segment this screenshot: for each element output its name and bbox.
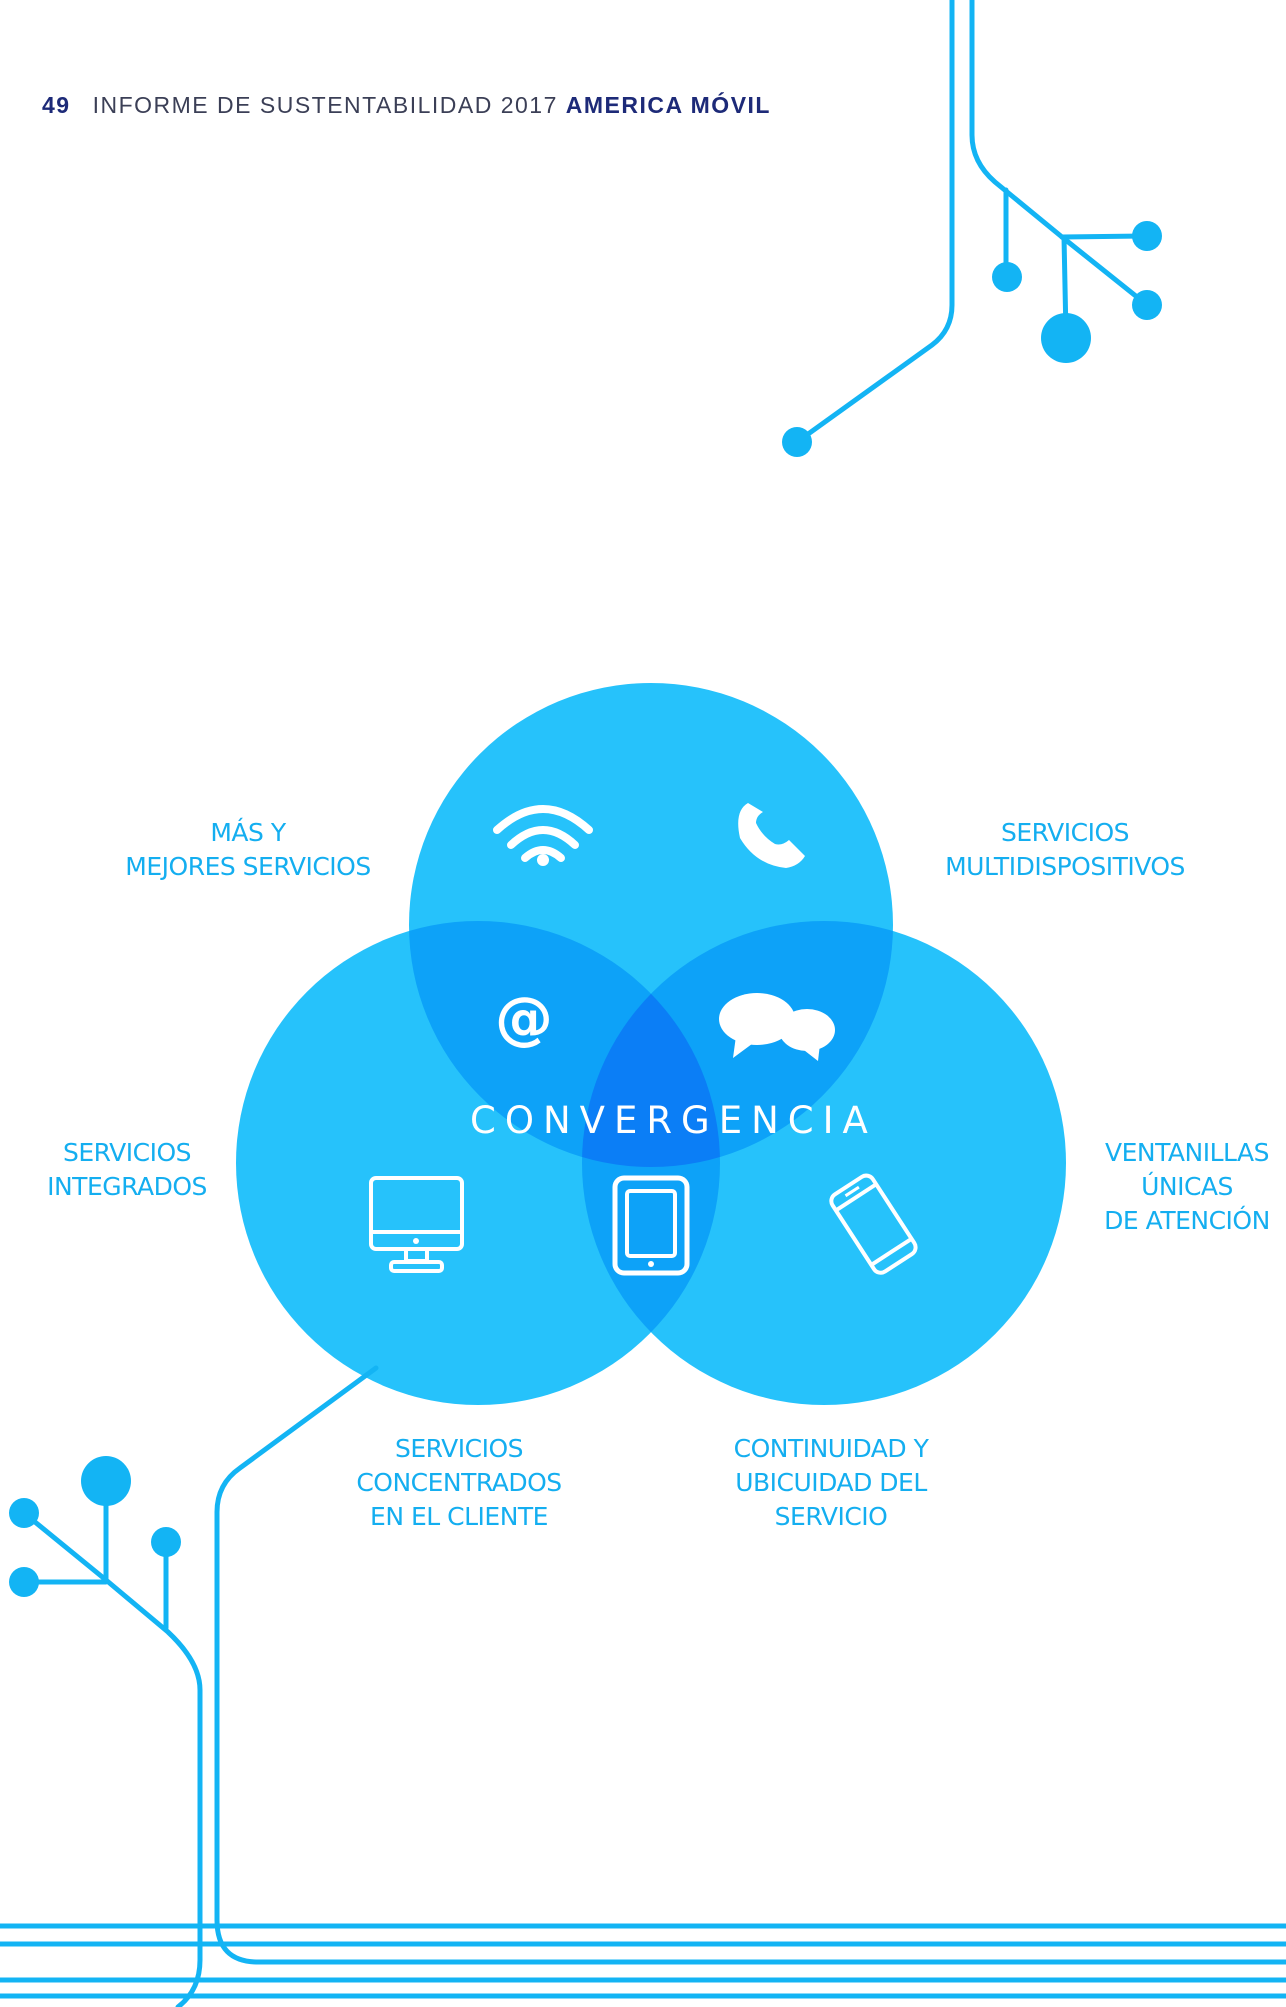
svg-text:@: @ <box>495 984 553 1052</box>
label-one-stop: VENTANILLAS ÚNICAS DE ATENCIÓN <box>1104 1138 1270 1235</box>
label-multidevice: SERVICIOS MULTIDISPOSITIVOS <box>945 818 1185 881</box>
circuit-node <box>9 1567 39 1597</box>
tablet-icon <box>612 1175 690 1276</box>
circuit-node <box>1132 290 1162 320</box>
page-header: 49 INFORME DE SUSTENTABILIDAD 2017 AMERIC… <box>42 92 771 119</box>
company-name: AMERICA MÓVIL <box>565 92 771 118</box>
circuit-node <box>9 1498 39 1528</box>
page-number: 49 <box>42 92 71 118</box>
convergence-label: CONVERGENCIA <box>470 1099 877 1142</box>
top-circuit-nodes <box>782 221 1162 457</box>
circuit-node <box>782 427 812 457</box>
at-sign-icon: @ <box>495 984 553 1052</box>
circuit-node <box>151 1527 181 1557</box>
chat-bubbles-icon <box>719 993 835 1061</box>
wifi-icon <box>493 805 593 866</box>
circuit-node <box>992 262 1022 292</box>
bottom-circuit-branch <box>21 1365 1286 2007</box>
label-customer-focused: SERVICIOS CONCENTRADOS EN EL CLIENTE <box>356 1434 562 1531</box>
label-integrated: SERVICIOS INTEGRADOS <box>47 1138 207 1201</box>
smartphone-icon <box>829 1173 918 1275</box>
bottom-rules <box>0 1923 1286 1999</box>
desktop-monitor-icon <box>369 1176 464 1273</box>
bottom-circuit-nodes <box>9 1456 181 1597</box>
phone-icon <box>738 803 805 868</box>
circuit-node <box>81 1456 131 1506</box>
report-title: INFORME DE SUSTENTABILIDAD 2017 <box>92 92 558 118</box>
label-continuity: CONTINUIDAD Y UBICUIDAD DEL SERVICIO <box>733 1434 929 1531</box>
circuit-node <box>1041 313 1091 363</box>
top-circuit-branch <box>794 0 1150 445</box>
circuit-node <box>1132 221 1162 251</box>
label-more-services: MÁS Y MEJORES SERVICIOS <box>125 818 371 881</box>
